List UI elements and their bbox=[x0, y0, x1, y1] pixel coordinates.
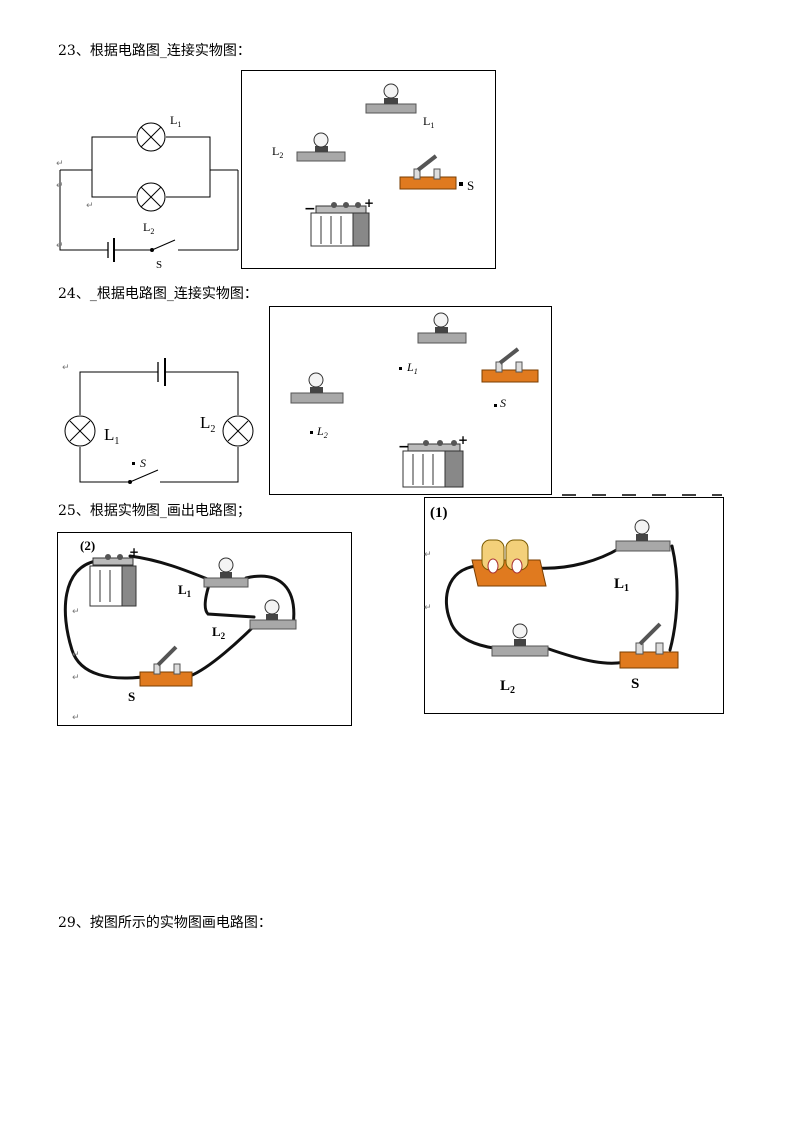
l1-label: L1 bbox=[104, 425, 119, 447]
lamp-board-l1 bbox=[365, 83, 417, 114]
lamp-board-l2 bbox=[296, 132, 346, 162]
svg-text:↵: ↵ bbox=[72, 673, 80, 683]
question-29: 29、按图所示的实物图画电路图： bbox=[58, 915, 272, 931]
battery-holder bbox=[471, 539, 547, 587]
l1-label: L1 bbox=[614, 576, 629, 594]
s-label: S bbox=[140, 456, 146, 470]
lamp-symbol-l1 bbox=[136, 122, 166, 152]
switch-s bbox=[481, 347, 539, 383]
svg-text:↵: ↵ bbox=[72, 607, 80, 617]
l2-label: L2 bbox=[500, 678, 515, 696]
battery-pack bbox=[402, 440, 464, 488]
question-24: 24、_根据电路图_连接实物图： bbox=[58, 286, 258, 302]
l2-label: L2 bbox=[143, 220, 154, 236]
lamp-board-l2 bbox=[491, 623, 549, 657]
svg-text:↵: ↵ bbox=[72, 650, 80, 660]
svg-text:−: − bbox=[398, 439, 410, 455]
figure-1-label: (1) bbox=[430, 505, 448, 521]
figure-2-label: (2) bbox=[80, 538, 95, 553]
lamp-symbol-l2 bbox=[222, 415, 254, 447]
svg-text:↵: ↵ bbox=[424, 603, 432, 613]
l2-label: L2 bbox=[200, 413, 215, 435]
s-label: S bbox=[631, 676, 639, 692]
svg-text:↵: ↵ bbox=[86, 201, 94, 211]
svg-text:↵: ↵ bbox=[72, 713, 80, 723]
q25-figure-1-panel bbox=[424, 497, 724, 714]
question-23: 23、根据电路图_连接实物图： bbox=[58, 43, 251, 59]
svg-text:↵: ↵ bbox=[56, 159, 64, 169]
s-label: S bbox=[500, 396, 506, 410]
switch-s bbox=[399, 154, 457, 190]
svg-text:↵: ↵ bbox=[56, 181, 64, 191]
l1-label: L1 bbox=[423, 114, 434, 130]
l1-label: L1 bbox=[178, 582, 192, 599]
switch-s bbox=[139, 645, 193, 687]
svg-text:↵: ↵ bbox=[424, 550, 432, 560]
lamp-board-l2 bbox=[290, 372, 344, 404]
svg-text:−: − bbox=[304, 201, 316, 217]
s-label: S bbox=[467, 178, 474, 193]
svg-text:↵: ↵ bbox=[62, 363, 70, 373]
lamp-board-l1 bbox=[417, 312, 467, 344]
l2-label: L2 bbox=[272, 144, 283, 160]
l2-label: L2 bbox=[212, 624, 226, 641]
s-label: S bbox=[128, 689, 135, 704]
lamp-symbol-l1 bbox=[64, 415, 96, 447]
svg-text:+: + bbox=[364, 196, 374, 210]
s-label: S bbox=[156, 259, 162, 271]
battery-pack bbox=[310, 202, 370, 247]
lamp-board-l1 bbox=[203, 557, 249, 588]
l1-label: L1 bbox=[170, 113, 181, 129]
lamp-symbol-l2 bbox=[136, 182, 166, 212]
svg-text:↵: ↵ bbox=[56, 241, 64, 251]
question-25: 25、根据实物图_画出电路图； bbox=[58, 503, 251, 519]
l1-label: L1 bbox=[406, 360, 418, 376]
switch-s bbox=[619, 622, 679, 669]
svg-text:+: + bbox=[129, 545, 139, 559]
l2-label: L2 bbox=[316, 424, 328, 440]
lamp-board-l2 bbox=[249, 599, 297, 630]
svg-text:+: + bbox=[458, 433, 468, 447]
battery-pack bbox=[89, 554, 137, 607]
lamp-board-l1 bbox=[615, 519, 671, 552]
